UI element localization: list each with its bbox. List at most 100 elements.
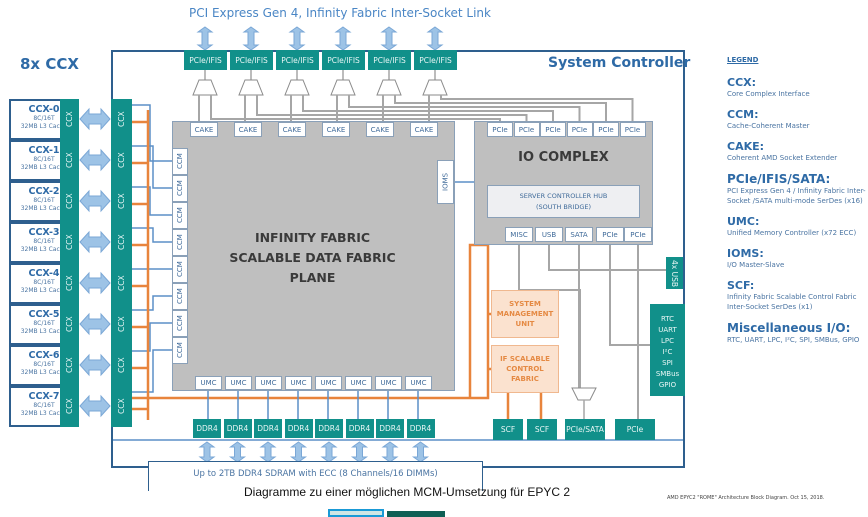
orange-riser — [468, 243, 488, 398]
scf-line: FABRIC — [511, 375, 539, 383]
scf-line: CONTROL — [506, 365, 544, 373]
ccx-interface-right: CCX — [111, 345, 132, 386]
io-complex — [474, 121, 653, 245]
misc-io-line: I²C — [662, 348, 673, 356]
ccx-name: CCX-6 — [28, 350, 60, 361]
link-arrow — [288, 26, 306, 51]
cake-port-label: CAKE — [194, 125, 214, 134]
pcie-ifis-port-label: PCIe/IFIS — [327, 55, 360, 65]
scf-port-label: SCF — [500, 425, 516, 434]
fabric-title-line: SCALABLE DATA FABRIC — [229, 250, 396, 265]
io-top-port: PCIe — [487, 122, 513, 137]
pcie-sata-port: PCIe/SATA — [565, 419, 605, 440]
io-bottom-port-label: USB — [541, 230, 557, 239]
misc-io-line: UART — [658, 326, 677, 334]
ccx-interface-right-label: CCX — [117, 193, 126, 210]
ccx-name: CCX-2 — [28, 186, 60, 197]
ccx-link-arrow — [79, 148, 111, 172]
misc-io-line: LPC — [660, 337, 674, 345]
server-controller-hub: SERVER CONTROLLER HUB (SOUTH BRIDGE) — [487, 185, 640, 218]
mux-icon — [422, 79, 448, 96]
ccx-ccm-wire — [132, 227, 172, 243]
ccx-name: CCX-7 — [28, 391, 60, 402]
cake-port: CAKE — [322, 122, 350, 137]
umc-port: UMC — [315, 376, 342, 390]
ccx-cores: 8C/16T — [33, 156, 55, 163]
io-top-port-label: PCIe — [571, 125, 588, 134]
ccx-interface-right-label: CCX — [117, 398, 126, 415]
mux-icon — [330, 79, 356, 96]
ccx-ccm-wire — [132, 349, 172, 393]
misc-io-line: GPIO — [658, 381, 677, 389]
legend-item: CCM:Cache-Coherent Master — [727, 108, 867, 131]
io-bottom-port: MISC — [505, 227, 533, 242]
ccx-cache: 32MB L3 Cache — [20, 245, 68, 253]
ccx-interface-right: CCX — [111, 304, 132, 345]
io-top-port: PCIe — [593, 122, 619, 137]
ccx-interface-left: CCX — [60, 140, 79, 181]
ddr4-port-label: DDR4 — [409, 424, 432, 433]
umc-port-label: UMC — [320, 379, 337, 387]
memory-label: Up to 2TB DDR4 SDRAM with ECC (8 Channel… — [193, 469, 438, 479]
thumbnail[interactable] — [387, 511, 445, 517]
ccx-ccm-wire — [132, 145, 172, 189]
ccx-interface-right: CCX — [111, 99, 132, 140]
link-arrow — [334, 26, 352, 51]
ccx-interface-left: CCX — [60, 345, 79, 386]
pcie-ifis-port: PCIe/IFIS — [368, 50, 411, 70]
ccm-port: CCM — [172, 202, 188, 229]
io-complex-title: IO COMPLEX — [518, 150, 609, 165]
ccx-interface-left-label: CCX — [65, 193, 74, 210]
umc-port: UMC — [285, 376, 312, 390]
legend-desc: I/O Master-Slave — [727, 261, 785, 269]
io-top-port: PCIe — [513, 122, 540, 137]
ioms-label: IOMS — [441, 172, 450, 192]
ccx-interface-right-label: CCX — [117, 234, 126, 251]
mux-icon — [571, 387, 597, 401]
ddr4-port-label: DDR4 — [257, 424, 279, 433]
cake-port-label: CAKE — [238, 125, 258, 134]
misc-io-line: SMBus — [655, 370, 680, 378]
mux-icon — [376, 79, 402, 96]
legend-desc: RTC, UART, LPC, I²C, SPI, SMBus, GPIO — [727, 336, 860, 344]
fabric-title: INFINITY FABRIC SCALABLE DATA FABRIC PLA… — [195, 228, 430, 288]
fabric-title-line: PLANE — [289, 270, 336, 285]
pcie-wire — [210, 95, 501, 122]
ccx-interface-right-label: CCX — [117, 152, 126, 169]
legend-item: PCIe/IFIS/SATA:PCI Express Gen 4 / Infin… — [727, 172, 867, 206]
thumbnail-selected[interactable] — [328, 509, 384, 517]
ccx-interface-left: CCX — [60, 99, 79, 140]
ccx-ccm-wire — [132, 186, 172, 216]
figure-caption: Diagramme zu einer möglichen MCM-Umsetzu… — [244, 485, 571, 499]
pcie-wire — [394, 95, 607, 122]
ddr4-port-label: DDR4 — [226, 424, 249, 433]
ccx-name: CCX-0 — [28, 104, 60, 115]
ccx-interface-right: CCX — [111, 263, 132, 304]
pcie-ifis-port-label: PCIe/IFIS — [189, 55, 222, 65]
ccm-port-label: CCM — [176, 153, 184, 170]
link-arrow — [426, 26, 444, 51]
umc-port: UMC — [225, 376, 252, 390]
scf-port-label: SCF — [534, 425, 550, 434]
io-bottom-port: USB — [535, 227, 563, 242]
ccx-link-arrow — [79, 271, 111, 295]
smu-line: SYSTEM — [509, 300, 541, 308]
ccx-cores: 8C/16T — [33, 115, 55, 122]
pcie-ifis-port-label: PCIe/IFIS — [419, 55, 452, 65]
ccx-link-arrow — [79, 353, 111, 377]
cake-port-label: CAKE — [370, 125, 390, 134]
ccx-cache: 32MB L3 Cache — [20, 286, 68, 294]
pcie-wire — [440, 95, 634, 122]
umc-port: UMC — [345, 376, 372, 390]
ccx-cores: 8C/16T — [33, 320, 55, 327]
io-top-port: PCIe — [619, 122, 646, 137]
ddr4-port: DDR4 — [345, 419, 374, 438]
pcie-ifis-port-label: PCIe/IFIS — [235, 55, 268, 65]
misc-io-line: SPI — [662, 359, 673, 367]
umc-port-label: UMC — [350, 379, 367, 387]
ccx-name: CCX-3 — [28, 227, 60, 238]
legend-item: Miscellaneous I/O:RTC, UART, LPC, I²C, S… — [727, 321, 867, 345]
ccx-interface-left-label: CCX — [65, 152, 74, 169]
